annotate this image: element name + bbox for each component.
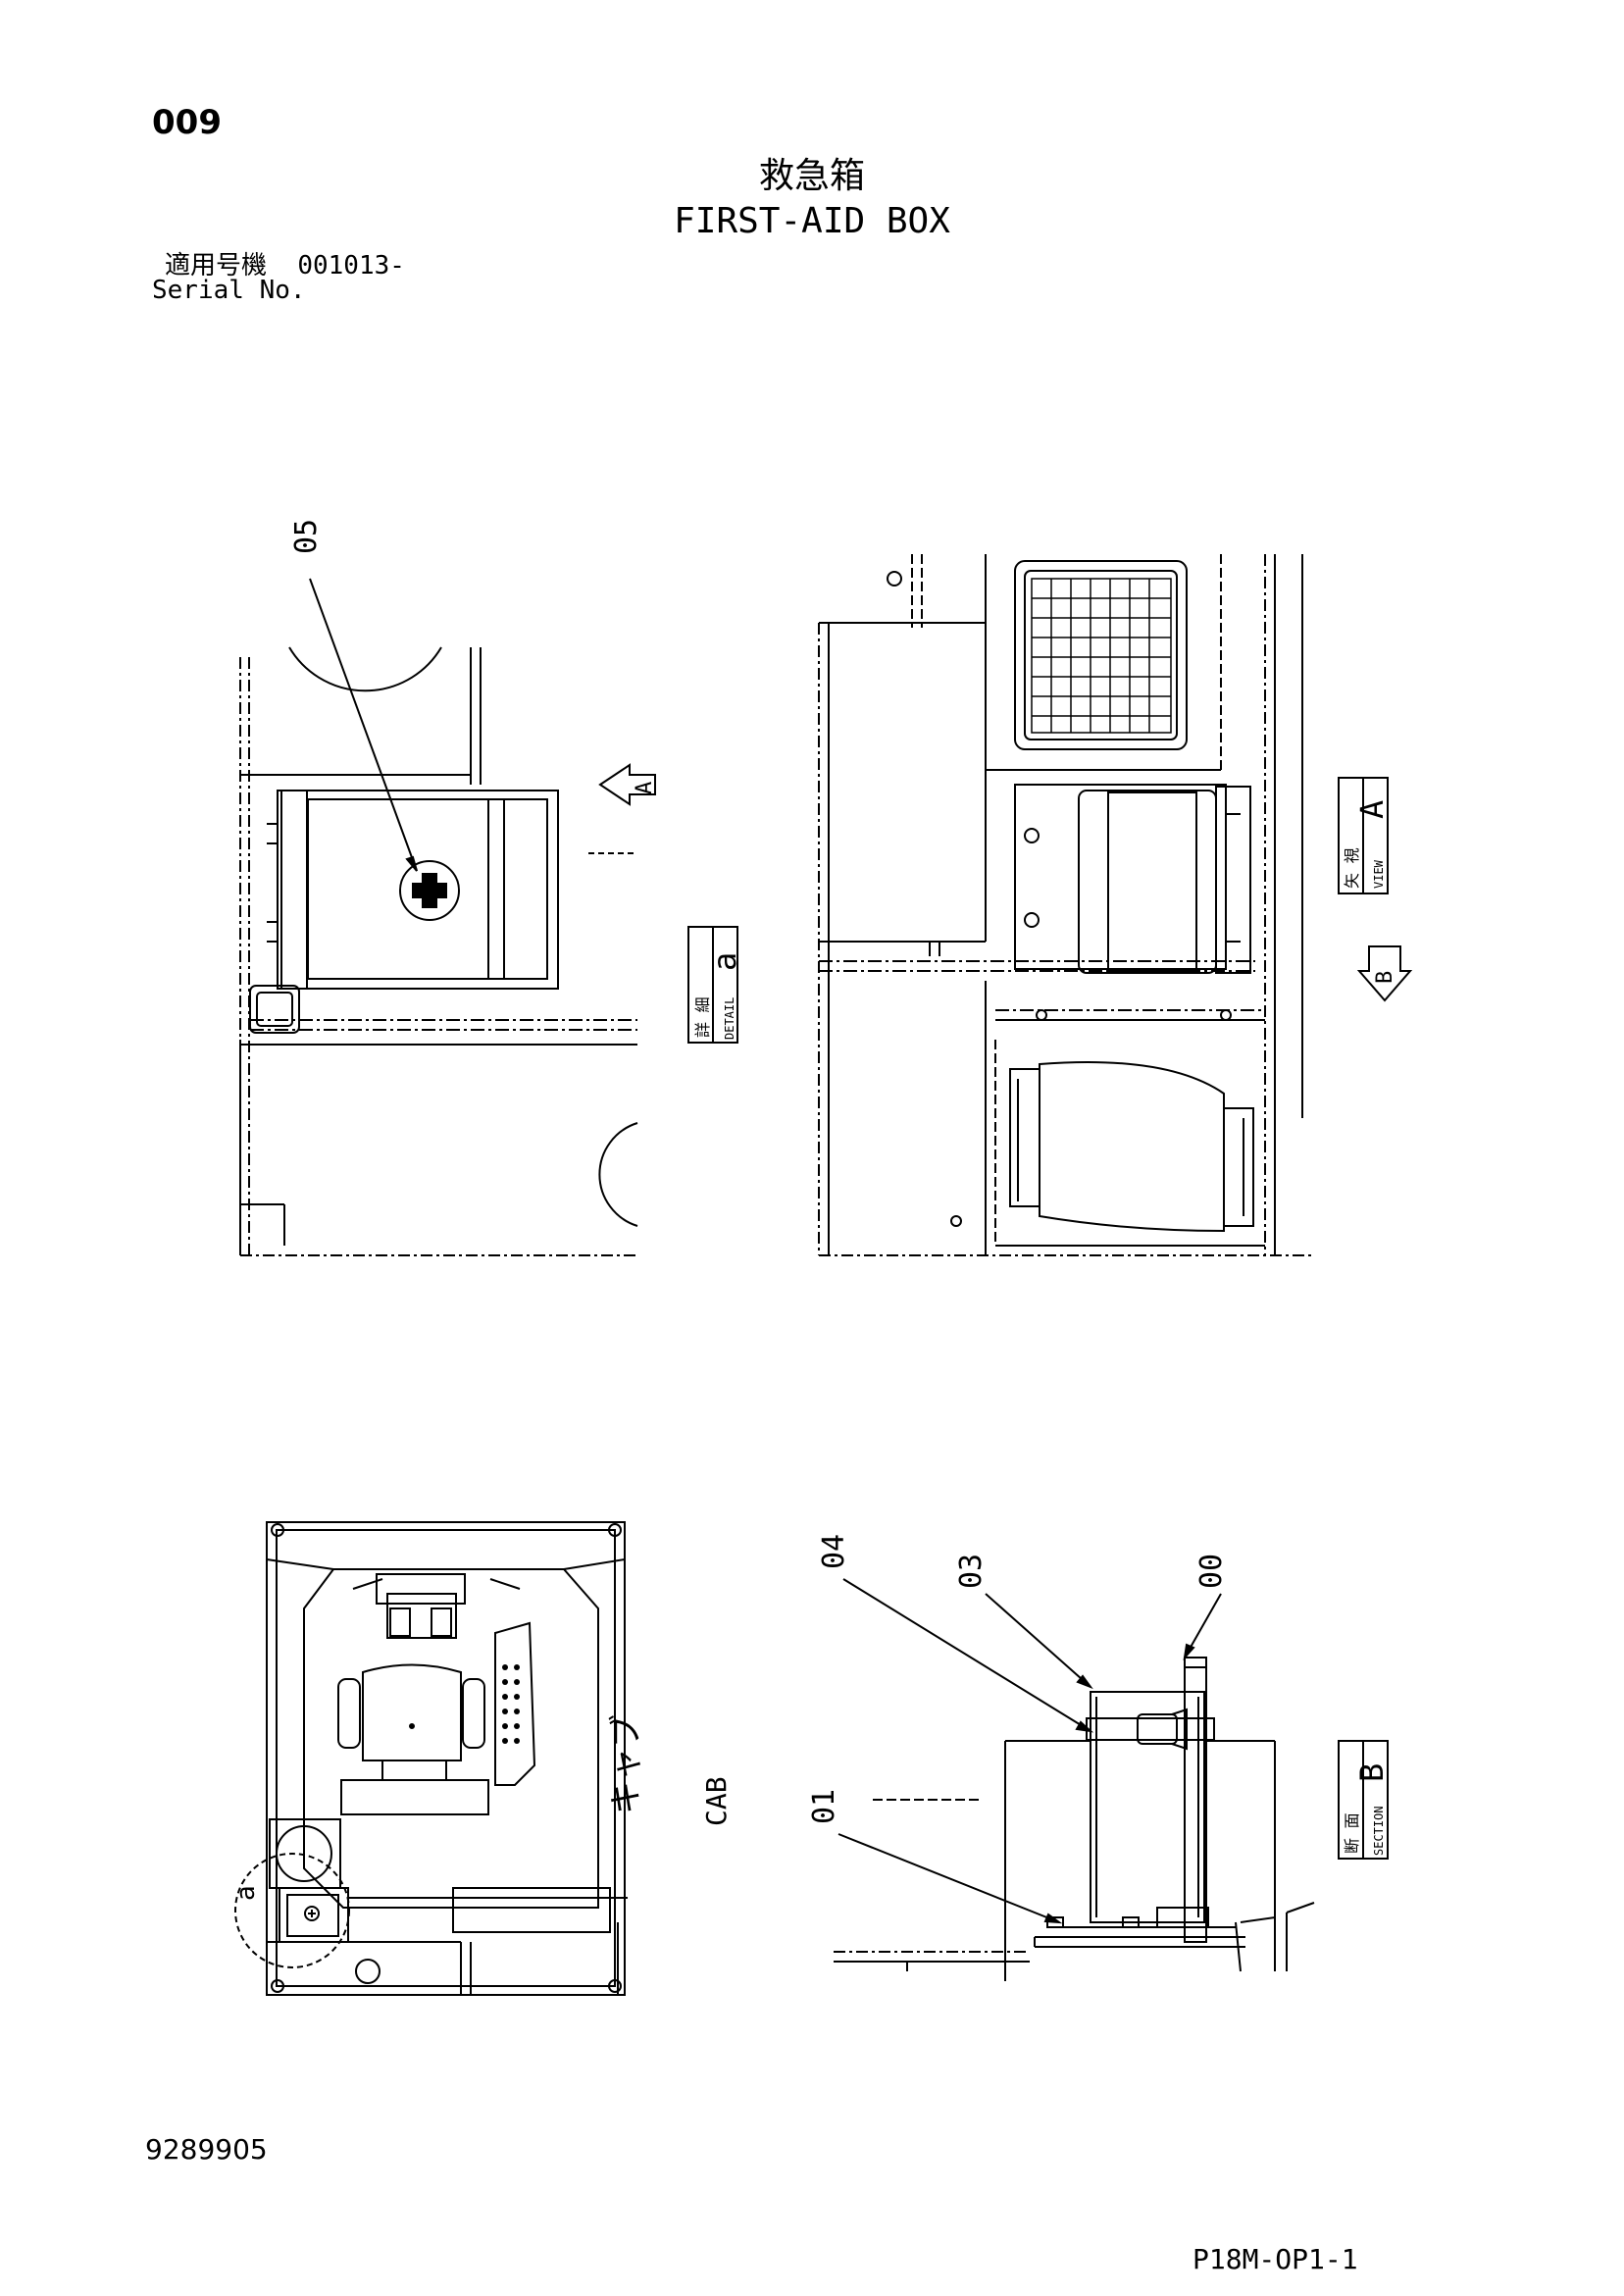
detail-circle-label: a bbox=[231, 1885, 261, 1901]
callout-03: 03 bbox=[954, 1554, 989, 1589]
section-b-label bbox=[1338, 1740, 1389, 1860]
callout-01: 01 bbox=[807, 1789, 841, 1824]
serial-label-jp: 適用号機 bbox=[165, 251, 268, 281]
detail-a-view bbox=[239, 578, 656, 1256]
section-letter: B bbox=[1353, 1763, 1391, 1782]
arrow-b-label: B bbox=[1373, 971, 1397, 984]
section-jp: 断 面 bbox=[1343, 1812, 1361, 1854]
serial-line-jp: 適用号機 001013- bbox=[165, 253, 405, 279]
detail-letter: a bbox=[706, 952, 743, 971]
view-a-label bbox=[1338, 777, 1389, 894]
page-code: P18M-OP1-1 bbox=[1193, 2243, 1358, 2275]
callout-04: 04 bbox=[817, 1534, 851, 1569]
arrow-a-label: A bbox=[633, 782, 657, 794]
detail-en: DETAIL bbox=[723, 997, 736, 1040]
serial-value: 001013- bbox=[297, 251, 405, 281]
document-number: 9289905 bbox=[145, 2133, 268, 2166]
detail-jp: 詳 細 bbox=[693, 996, 712, 1038]
page-title-en: FIRST-AID BOX bbox=[674, 201, 950, 241]
callout-00: 00 bbox=[1194, 1554, 1229, 1589]
cab-label-jp: キャブ bbox=[607, 1714, 646, 1814]
detail-a-label bbox=[687, 926, 738, 1044]
page-number: 009 bbox=[152, 103, 222, 142]
cab-plan-view bbox=[234, 1521, 628, 1996]
serial-label-en: Serial No. bbox=[152, 276, 306, 305]
view-letter: A bbox=[1353, 800, 1391, 819]
section-en: SECTION bbox=[1372, 1806, 1386, 1856]
section-b-drawing bbox=[834, 1578, 1315, 1981]
view-en: VIEW bbox=[1372, 859, 1386, 889]
page-title-jp: 救急箱 bbox=[758, 156, 865, 196]
callout-05: 05 bbox=[289, 519, 324, 554]
view-a-drawing bbox=[818, 554, 1413, 1256]
view-jp: 矢 視 bbox=[1343, 847, 1361, 889]
cab-label-en: CAB bbox=[700, 1776, 733, 1826]
